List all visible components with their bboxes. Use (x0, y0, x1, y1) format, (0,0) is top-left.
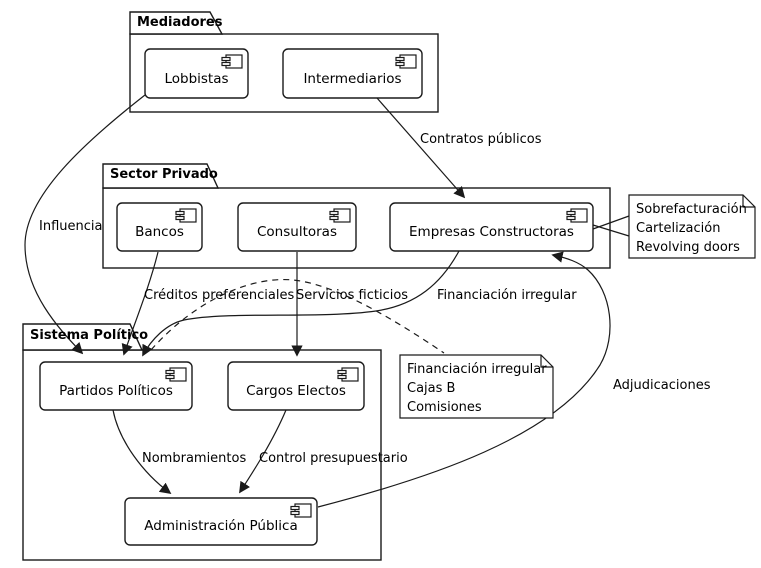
edge-contratos-publicos (376, 97, 466, 199)
component-cargos-electos-box (227, 361, 365, 411)
component-icon (395, 54, 417, 69)
component-label-consultoras: Consultoras (257, 224, 337, 240)
note-empresas-fold (742, 195, 755, 208)
component-administracion-publica-box (124, 497, 318, 546)
edge-control-presupuestario (239, 409, 287, 494)
note-line: Financiación irregular (407, 362, 547, 377)
note-financiacion-text: Financiación irregular Cajas B Comisione… (407, 360, 547, 417)
edge-label-creditos-preferenciales: Créditos preferenciales (144, 288, 295, 303)
component-icon (329, 208, 351, 223)
component-icon (337, 367, 359, 382)
edge-label-influencia: Influencia (39, 219, 103, 234)
component-icon (221, 54, 243, 69)
package-sector-privado-tab (102, 163, 220, 189)
component-icon (290, 503, 312, 518)
note-line: Revolving doors (636, 240, 740, 255)
edge-label-contratos-publicos: Contratos públicos (420, 132, 542, 147)
edge-adjudicaciones (317, 251, 611, 508)
edge-influencia (24, 94, 146, 355)
note-line: Cartelización (636, 221, 721, 236)
edge-label-adjudicaciones: Adjudicaciones (613, 378, 711, 393)
package-title-mediadores: Mediadores (137, 15, 223, 30)
package-title-sistema-politico: Sistema Político (30, 328, 149, 343)
edge-label-nombramientos: Nombramientos (142, 451, 247, 466)
component-label-administracion-publica: Administración Pública (144, 518, 298, 534)
edge-label-control-presupuestario: Control presupuestario (259, 451, 408, 466)
edge-label-financiacion-irregular: Financiación irregular (437, 288, 577, 303)
component-label-lobbistas: Lobbistas (164, 71, 229, 87)
note-line: Cajas B (407, 381, 456, 396)
component-label-cargos-electos: Cargos Electos (246, 383, 346, 399)
edge-label-servicios-ficticios: Servicios ficticios (296, 288, 409, 303)
component-label-empresas-constructoras: Empresas Constructoras (409, 224, 574, 240)
component-icon (165, 367, 187, 382)
component-label-partidos-politicos: Partidos Políticos (59, 383, 173, 399)
note-financiacion-fold (540, 355, 553, 368)
component-icon (566, 208, 588, 223)
edge-nombramientos (112, 409, 172, 495)
note-empresas-text: Sobrefacturación Cartelización Revolving… (636, 200, 747, 257)
component-partidos-politicos-box (39, 361, 193, 411)
note-empresas-shape (628, 194, 756, 259)
note-connector-line-2 (592, 215, 630, 230)
component-consultoras-box (237, 202, 357, 252)
edge-creditos-preferenciales (121, 251, 159, 356)
component-label-intermediarios: Intermediarios (303, 71, 402, 87)
note-financiacion-shape (399, 354, 554, 419)
component-intermediarios-box (282, 48, 423, 99)
component-lobbistas-box (144, 48, 249, 99)
component-label-bancos: Bancos (135, 224, 184, 240)
package-title-sector-privado: Sector Privado (110, 167, 218, 182)
package-sistema-politico-tab (22, 323, 144, 351)
note-line: Comisiones (407, 400, 482, 415)
component-icon (175, 208, 197, 223)
edge-note-link-attachment (150, 278, 445, 354)
note-line: Sobrefacturación (636, 202, 747, 217)
component-empresas-constructoras-box (389, 202, 594, 252)
edge-financiacion-irregular (142, 250, 460, 357)
package-mediadores-tab (129, 11, 224, 35)
